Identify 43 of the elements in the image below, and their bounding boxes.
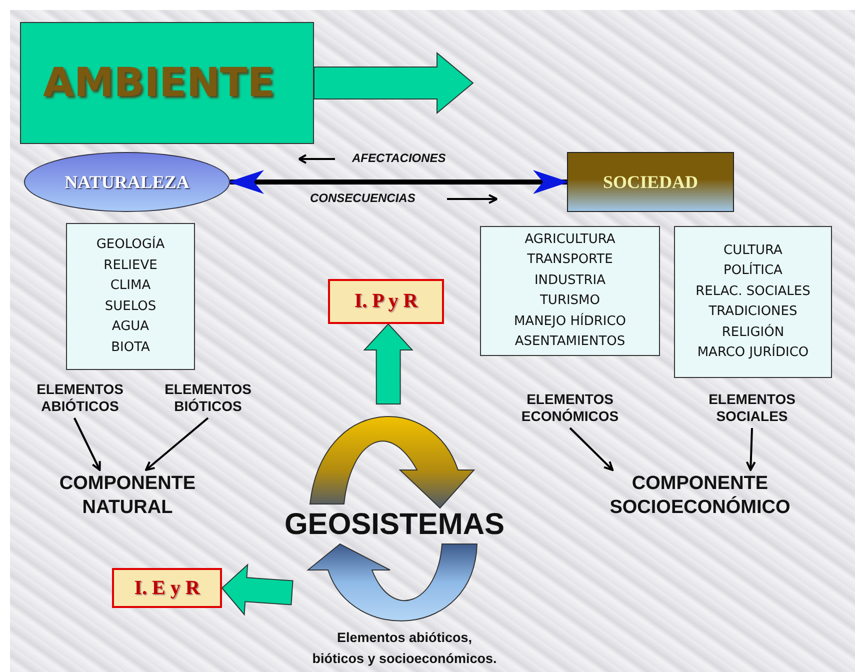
list-item: GEOLOGÍA [96,235,165,254]
list-box [674,226,832,378]
component-title: COMPONENTE NATURAL [35,470,220,522]
heading-text: ELEMENTOS ECONÓMICOS [503,388,637,428]
list-item: AGUA [112,318,150,336]
list-item: TURISMO [540,292,600,310]
block-arrow [363,323,414,404]
list-item: TRADICIONES [708,303,798,321]
heading-text: ELEMENTOS ABIÓTICOS [24,378,136,418]
heading-text: ELEMENTOS BIÓTICOS [152,378,264,418]
list-item: INDUSTRIA [534,272,606,290]
index-box: I. P y R [328,279,444,324]
list-item: RELAC. SOCIALES [696,282,810,300]
block-arrow [221,564,294,616]
arrow [145,417,209,471]
caption-text: Elementos abióticos, bióticos y socioeconómicos. [312,629,497,668]
list-item: MANEJO HÍDRICO [514,312,626,330]
list-item: MARCO JURÍDICO [697,343,809,362]
list-box [66,223,195,370]
title-box: AMBIENTE [20,22,314,144]
relation-label: AFECTACIONES [352,151,446,165]
list-item: BIOTA [111,338,150,356]
list-item: RELIGIÓN [722,323,784,342]
list-item: CULTURA [724,242,782,260]
list-item: RELIEVE [104,256,158,274]
process-box: SOCIEDAD [567,152,734,212]
block-arrow [314,52,474,114]
list-box [480,226,660,356]
list-item: TRANSPORTE [527,251,613,269]
relation-label: CONSECUENCIAS [310,191,416,205]
arrow [569,427,614,471]
arrow [74,418,101,471]
list-item: CLIMA [110,277,151,295]
heading-text: ELEMENTOS SOCIALES [690,388,814,428]
index-box: I. E y R [112,568,222,608]
list-item: POLÍTICA [724,261,782,280]
list-item: SUELOS [104,298,156,316]
center-title: GEOSISTEMAS [283,508,506,542]
component-title: COMPONENTE SOCIOECONÓMICO [585,470,815,522]
list-item: ASENTAMIENTOS [514,333,626,351]
list-item: AGRICULTURA [524,230,616,248]
arrow [746,428,756,471]
arrow [228,170,569,194]
